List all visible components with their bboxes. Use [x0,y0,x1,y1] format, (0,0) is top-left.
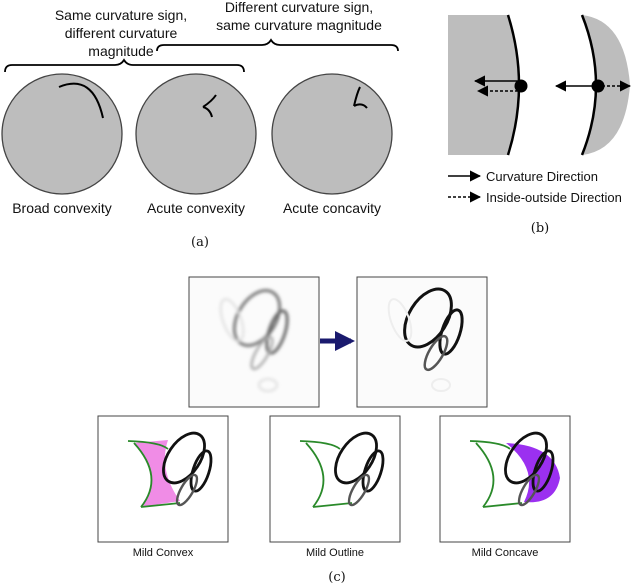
brace-left-label-line-2: different curvature [65,25,178,41]
shape-concave-edge [448,15,519,155]
panel-a-caption: (a) [191,235,209,250]
caption-mild-concave: Mild Concave [472,547,539,559]
panel-c: Mild Convex Mild Outline Mild Concave (c… [97,276,571,585]
brace-right [156,38,399,52]
brace-right-label-line-1: Different curvature sign, [225,0,373,15]
sketch-blurry [219,289,289,392]
shape-convex-edge [582,15,630,155]
mild-concave-sketch [469,431,560,508]
brace-left-label-line-3: magnitude [88,43,154,59]
panel-a: Same curvature sign, different curvature… [1,0,399,250]
sketch-clean-frame [356,276,488,408]
acute-convexity-curve [202,94,217,118]
sketch-clean [387,287,464,392]
circle-acute-convexity [135,73,257,195]
circle-broad-convexity [1,73,123,195]
point-right [591,79,605,93]
caption-mild-convex: Mild Convex [133,547,194,559]
panel-b-caption: (b) [531,221,549,236]
brace-right-label-line-2: same curvature magnitude [216,17,382,33]
caption-acute-concavity: Acute concavity [283,200,381,216]
panel-c-caption: (c) [328,570,345,585]
legend-inside-outside-label: Inside-outside Direction [486,190,622,205]
brace-left [4,58,245,73]
brace-left-label-line-1: Same curvature sign, [55,7,187,23]
circle-acute-concavity [271,73,393,195]
mild-outline-sketch [299,431,385,508]
acute-concavity-curve [353,86,368,109]
caption-mild-outline: Mild Outline [306,547,364,559]
legend-curvature-label: Curvature Direction [486,169,598,184]
sketch-blurry-frame [188,276,320,408]
broad-convexity-curve [58,82,104,119]
mild-convex-sketch [127,431,213,508]
mild-outline-frame [269,415,401,543]
caption-acute-convexity: Acute convexity [147,200,245,216]
panel-b: Curvature Direction Inside-outside Direc… [448,14,632,236]
caption-broad-convexity: Broad convexity [12,200,112,216]
point-left [514,79,528,93]
